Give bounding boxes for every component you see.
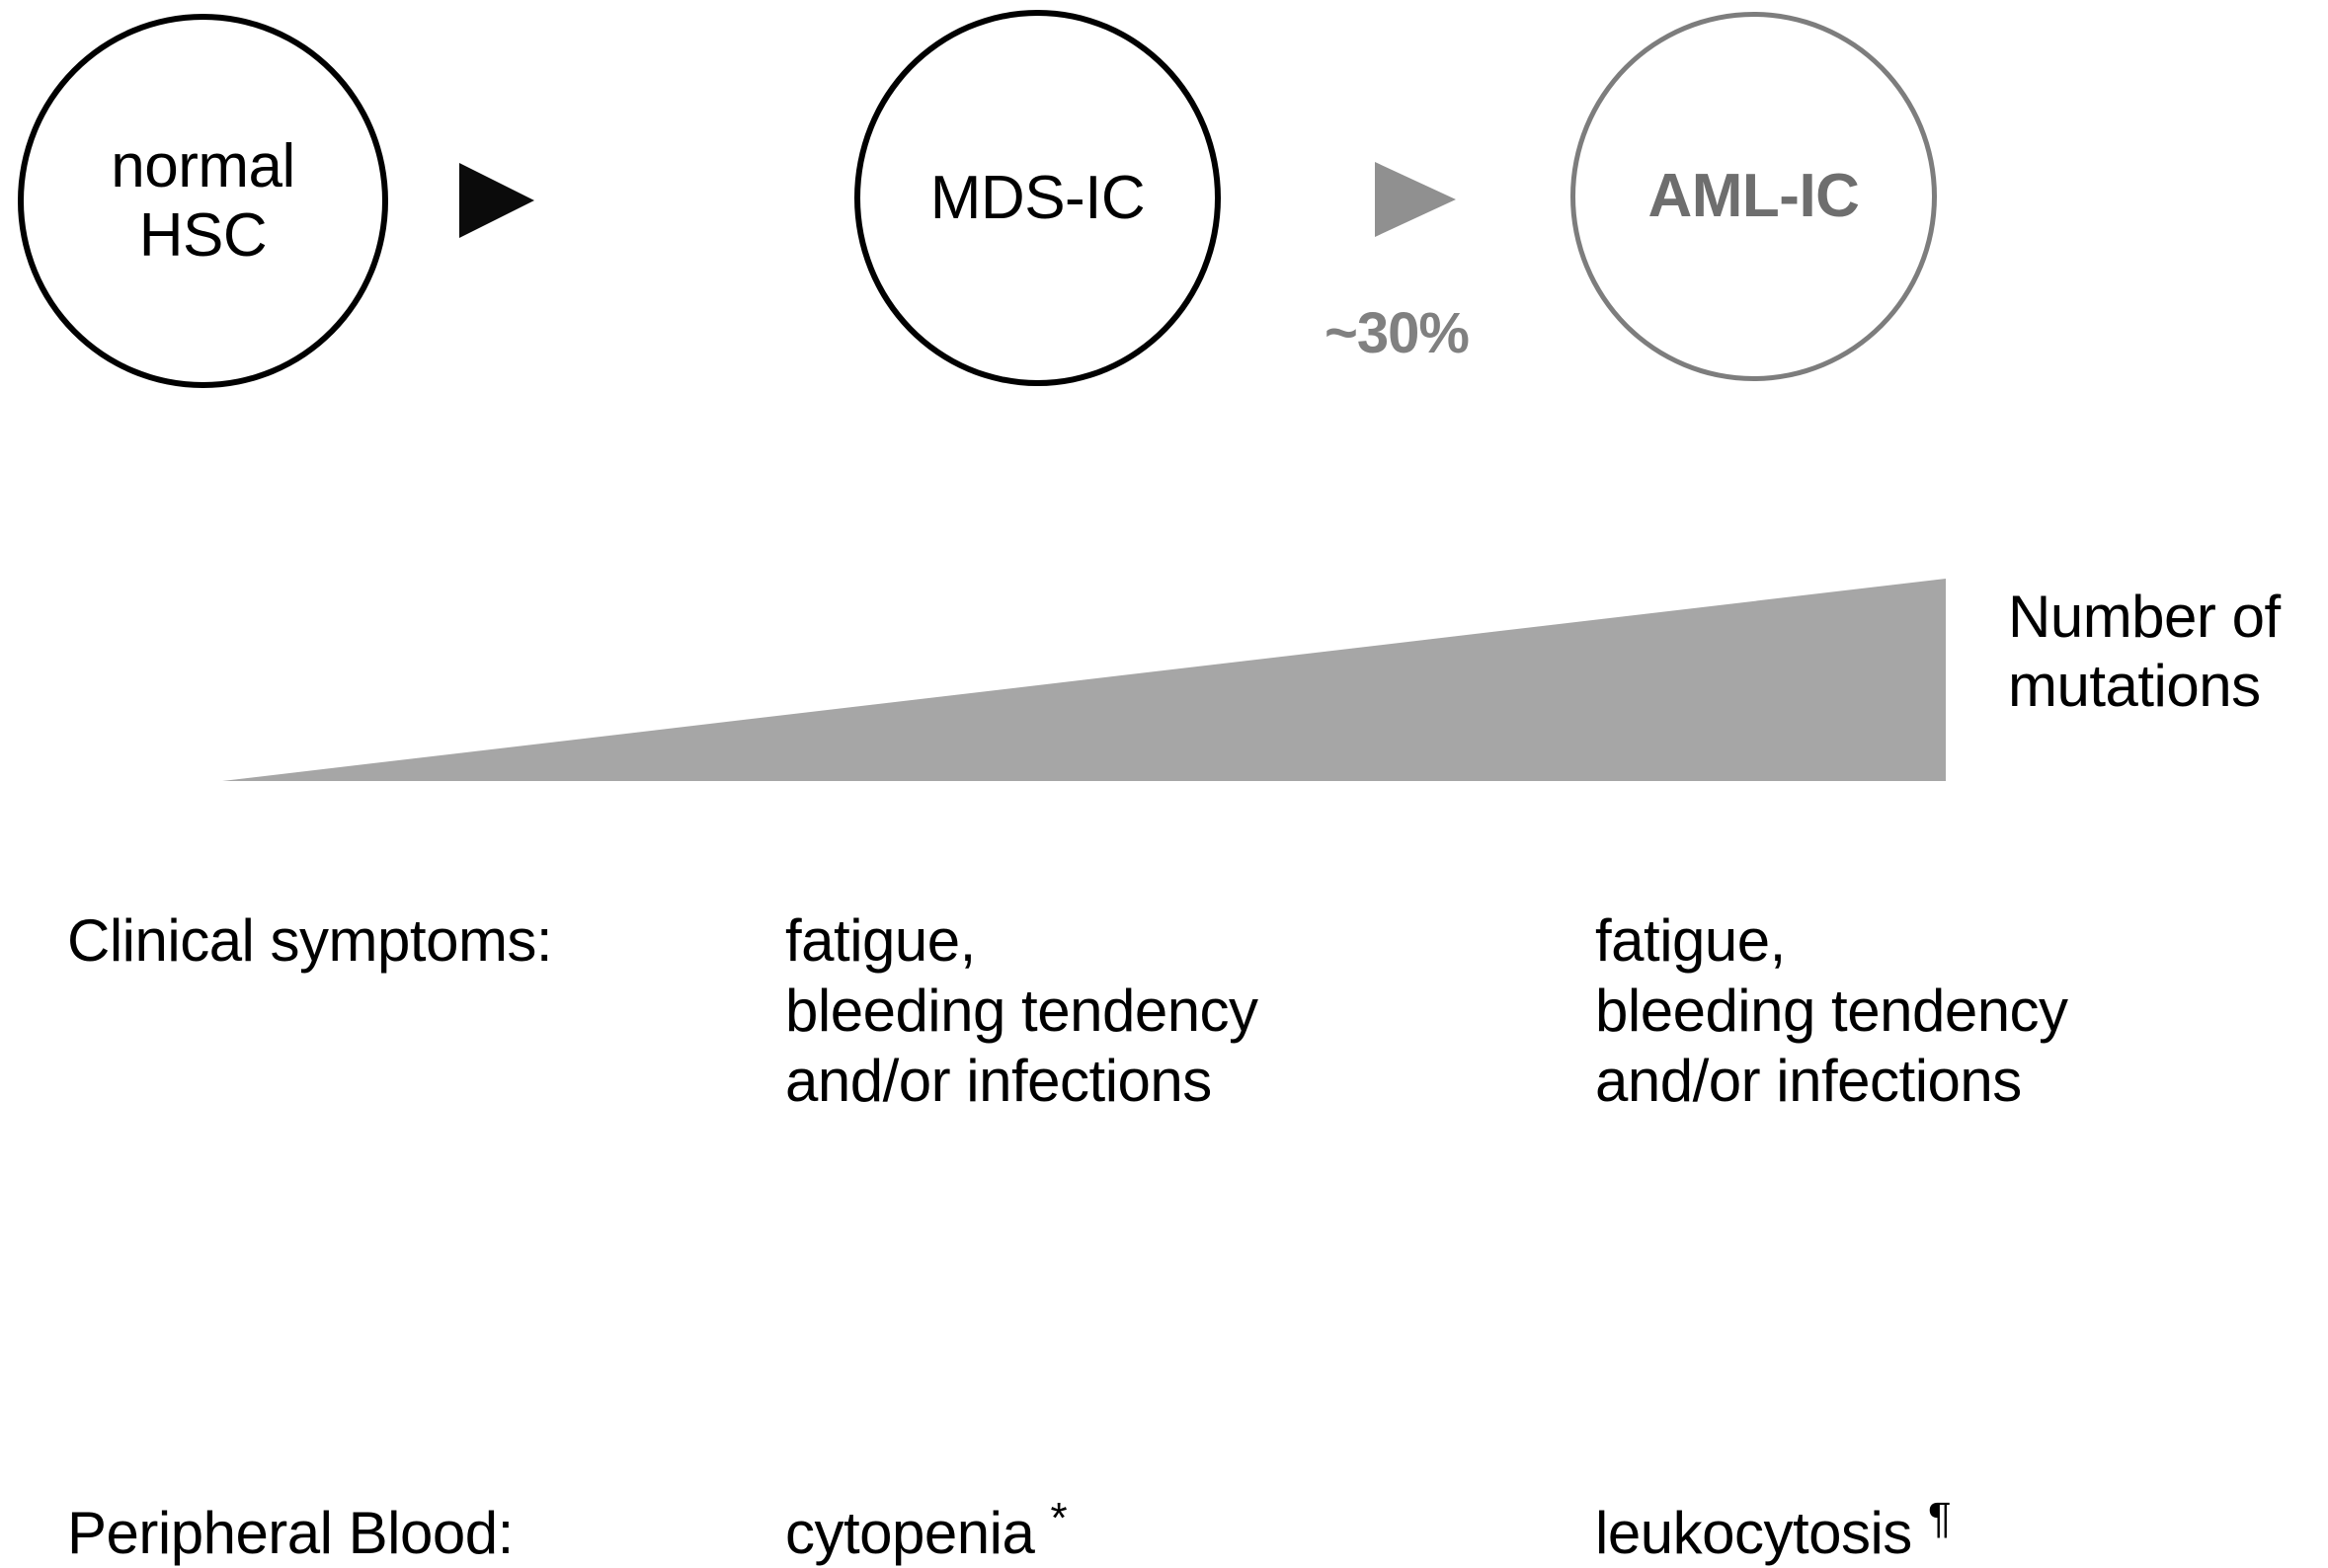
comparison-table: Clinical symptoms: fatigue, bleeding ten… [0, 889, 2328, 1567]
cell-mds-clinical-symptoms: fatigue, bleeding tendency and/or infect… [785, 907, 1258, 1114]
footnote-marker-pilcrow: ¶ [1927, 1494, 1952, 1542]
mutation-gradient-label: Number of mutations [2008, 584, 2281, 719]
cell-aml-peripheral-blood: leukocytosis ¶ [1595, 1497, 1952, 1568]
row-label-clinical-symptoms: Clinical symptoms: [67, 907, 553, 974]
footnote-marker-asterisk: * [1050, 1494, 1068, 1542]
table-row-peripheral-blood: Peripheral Blood: cytopenia * leukocytos… [0, 1185, 2328, 1567]
stage-circle-normal-hsc: normal HSC [18, 14, 388, 388]
table-row-bone-marrow: Bone marrow: myelodysplasia †< 20% myelo… [0, 1343, 2328, 1540]
stage-label-normal-hsc: normal HSC [111, 132, 295, 270]
cell-aml-clinical-symptoms: fatigue, bleeding tendency and/or infect… [1595, 907, 2068, 1114]
mutation-gradient-wedge [222, 579, 1946, 781]
cell-mds-peripheral-blood-text: cytopenia [785, 1500, 1051, 1566]
right-triangle-arrow-icon-hsc-to-mds [459, 163, 534, 238]
table-row-clinical-symptoms: Clinical symptoms: fatigue, bleeding ten… [0, 889, 2328, 1185]
stage-circle-mds-ic: MDS-IC [854, 10, 1221, 386]
right-triangle-arrow-icon-mds-to-aml [1375, 162, 1456, 237]
stage-circle-aml-ic: AML-IC [1570, 12, 1937, 381]
cell-mds-peripheral-blood: cytopenia * [785, 1497, 1068, 1568]
row-label-peripheral-blood: Peripheral Blood: [67, 1500, 514, 1566]
progression-rate-label: ~30% [1325, 301, 1470, 365]
wedge-triangle-icon [222, 579, 1946, 781]
cell-aml-peripheral-blood-text: leukocytosis [1595, 1500, 1928, 1566]
stage-label-mds-ic: MDS-IC [929, 163, 1146, 232]
stage-label-aml-ic: AML-IC [1647, 162, 1860, 231]
